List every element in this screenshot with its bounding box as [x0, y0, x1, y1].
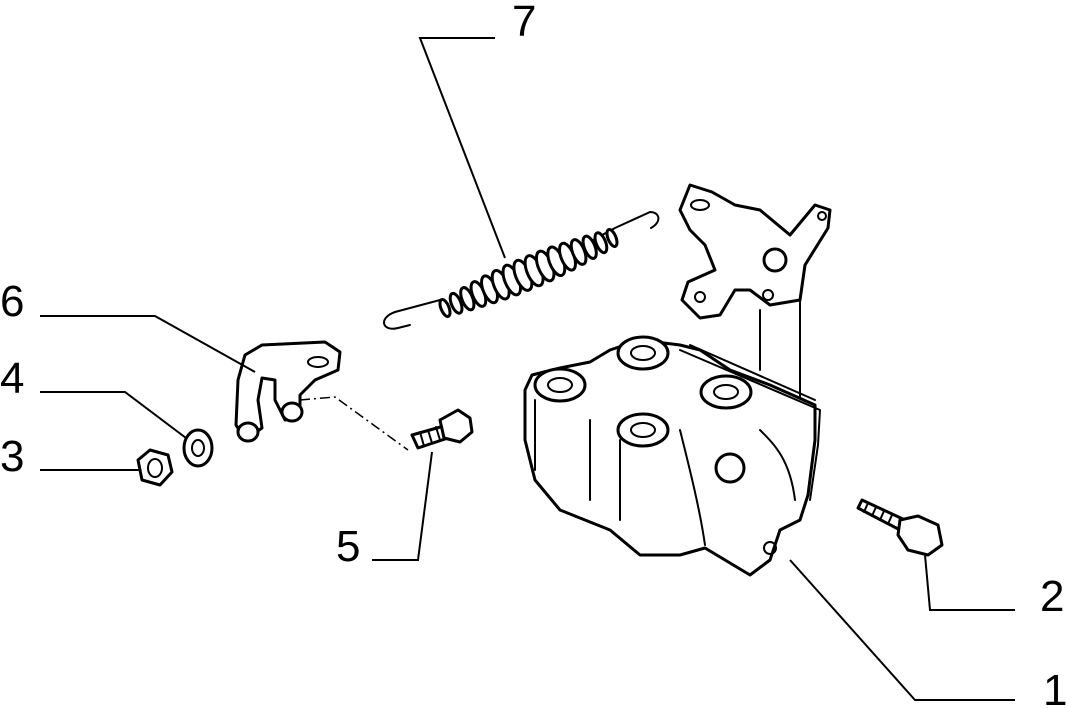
part-3-nut: [136, 448, 174, 487]
part-6-lever: [234, 340, 342, 443]
callout-6: 6: [0, 277, 24, 326]
port-4: [616, 412, 670, 448]
spring-coil: [581, 234, 598, 260]
spring-coil: [438, 298, 452, 318]
leader-line-5: [372, 451, 433, 561]
spring-coil: [605, 228, 619, 248]
leader-line-4: [40, 391, 187, 439]
spring-coil: [593, 231, 609, 255]
leader-line-6: [40, 315, 256, 373]
part-1-valve-body: [523, 183, 832, 577]
leader-line-7: [418, 37, 506, 259]
callout-3: 3: [0, 432, 24, 481]
leader-line-1: [789, 559, 1015, 701]
callout-7: 7: [512, 0, 536, 46]
part-2-bolt: [856, 498, 944, 557]
spring-coil: [448, 291, 464, 315]
callout-4: 4: [0, 354, 24, 403]
assembly-axis-line: [299, 396, 409, 451]
port-3: [699, 374, 753, 410]
port-2: [616, 335, 670, 371]
part-5-bolt: [410, 408, 474, 450]
callout-5: 5: [336, 522, 360, 571]
part-7-spring: [383, 211, 660, 330]
callout-2: 2: [1040, 572, 1064, 621]
callout-1: 1: [1043, 666, 1067, 709]
part-4-washer: [182, 428, 214, 468]
leader-line-2: [924, 554, 1015, 611]
port-1: [533, 367, 587, 403]
